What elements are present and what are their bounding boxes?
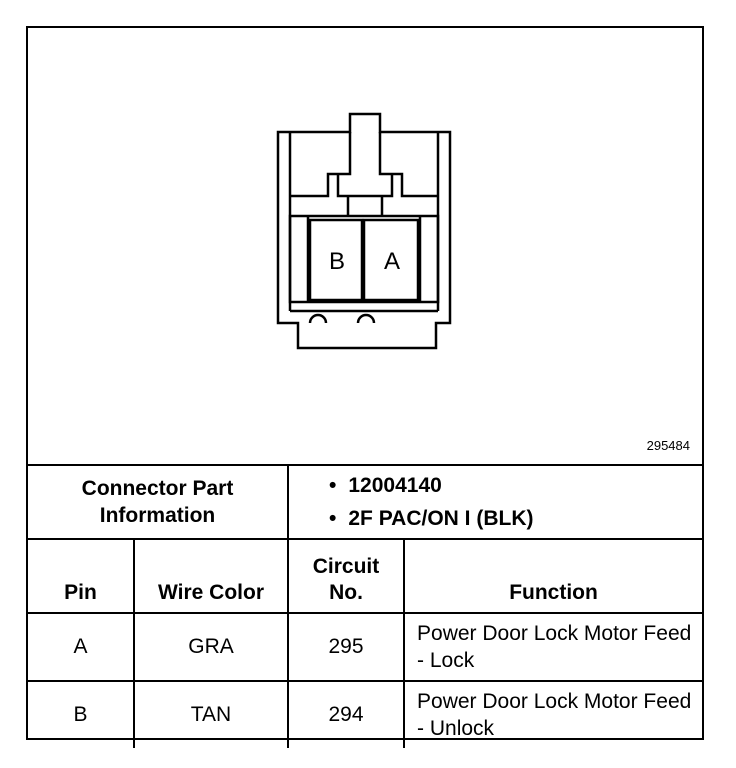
connector-housing [276,112,452,350]
part-number: 12004140 [329,469,702,502]
connector-table: Connector Part Information 12004140 2F P… [28,464,703,748]
connector-part-info-label: Connector Part Information [28,464,290,540]
wire-color-cell: GRA [132,612,290,682]
table-header-row: Pin Wire Color Circuit No. Function [28,538,703,614]
pin-label-b: B [329,248,345,275]
circuit-cell: 295 [287,612,406,682]
header-wire-color: Wire Color [132,538,290,614]
pin-cell: A [28,612,135,682]
header-pin: Pin [28,538,135,614]
connector-description: 2F PAC/ON I (BLK) [329,502,702,535]
latch [290,132,438,198]
pin-label-a: A [384,248,400,275]
connector-diagram: B A 295484 [28,28,702,464]
wire-color-cell: TAN [132,680,290,748]
bottom-bump-left [308,313,328,324]
connector-part-info-values: 12004140 2F PAC/ON I (BLK) [287,464,703,540]
header-function: Function [403,538,703,614]
connector-frame: B A 295484 Connector Part Information 12… [26,26,704,748]
connector-drawing: B A [276,112,452,350]
function-cell: Power Door Lock Motor Feed - Unlock [403,680,703,748]
cavity-a [362,218,420,302]
connector-info-row: Connector Part Information 12004140 2F P… [28,464,703,540]
table-row: A GRA 295 Power Door Lock Motor Feed - L… [28,612,703,682]
header-circuit-no: Circuit No. [287,538,406,614]
function-cell: Power Door Lock Motor Feed - Lock [403,612,703,682]
pin-cell: B [28,680,135,748]
table-row: B TAN 294 Power Door Lock Motor Feed - U… [28,680,703,748]
bottom-bump-right [356,313,376,324]
cavity-b [308,218,364,302]
pin-cavity-block [288,214,440,304]
circuit-cell: 294 [287,680,406,748]
figure-id: 295484 [646,438,690,453]
